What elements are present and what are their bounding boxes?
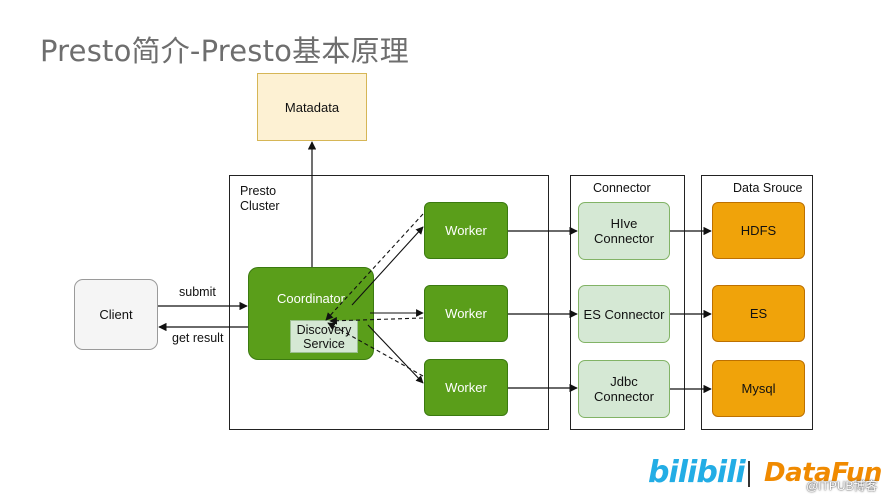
jdbc-connector-node: Jdbc Connector bbox=[578, 360, 670, 418]
worker-node: Worker bbox=[424, 202, 508, 259]
worker-node: Worker bbox=[424, 285, 508, 342]
hdfs-source-node: HDFS bbox=[712, 202, 805, 259]
metadata-node: Matadata bbox=[257, 73, 367, 141]
itpub-watermark: @ITPUB博客 bbox=[806, 479, 878, 493]
client-node: Client bbox=[74, 279, 158, 350]
get-result-label: get result bbox=[172, 331, 224, 345]
es-source-node: ES bbox=[712, 285, 805, 342]
data-source-label: Data Srouce bbox=[733, 181, 803, 195]
presto-cluster-label: Presto Cluster bbox=[240, 184, 280, 213]
bilibili-logo: bilibili bbox=[648, 455, 746, 490]
connector-label: Connector bbox=[593, 181, 651, 195]
page-title: Presto简介-Presto基本原理 bbox=[40, 34, 409, 68]
es-connector-node: ES Connector bbox=[578, 285, 670, 343]
discovery-service-node: Discovery Service bbox=[290, 320, 358, 353]
mysql-source-node: Mysql bbox=[712, 360, 805, 417]
worker-node: Worker bbox=[424, 359, 508, 416]
datafun-logo: DataFun bbox=[764, 458, 882, 488]
submit-label: submit bbox=[179, 285, 216, 299]
logo-separator bbox=[748, 461, 750, 487]
hive-connector-node: HIve Connector bbox=[578, 202, 670, 260]
